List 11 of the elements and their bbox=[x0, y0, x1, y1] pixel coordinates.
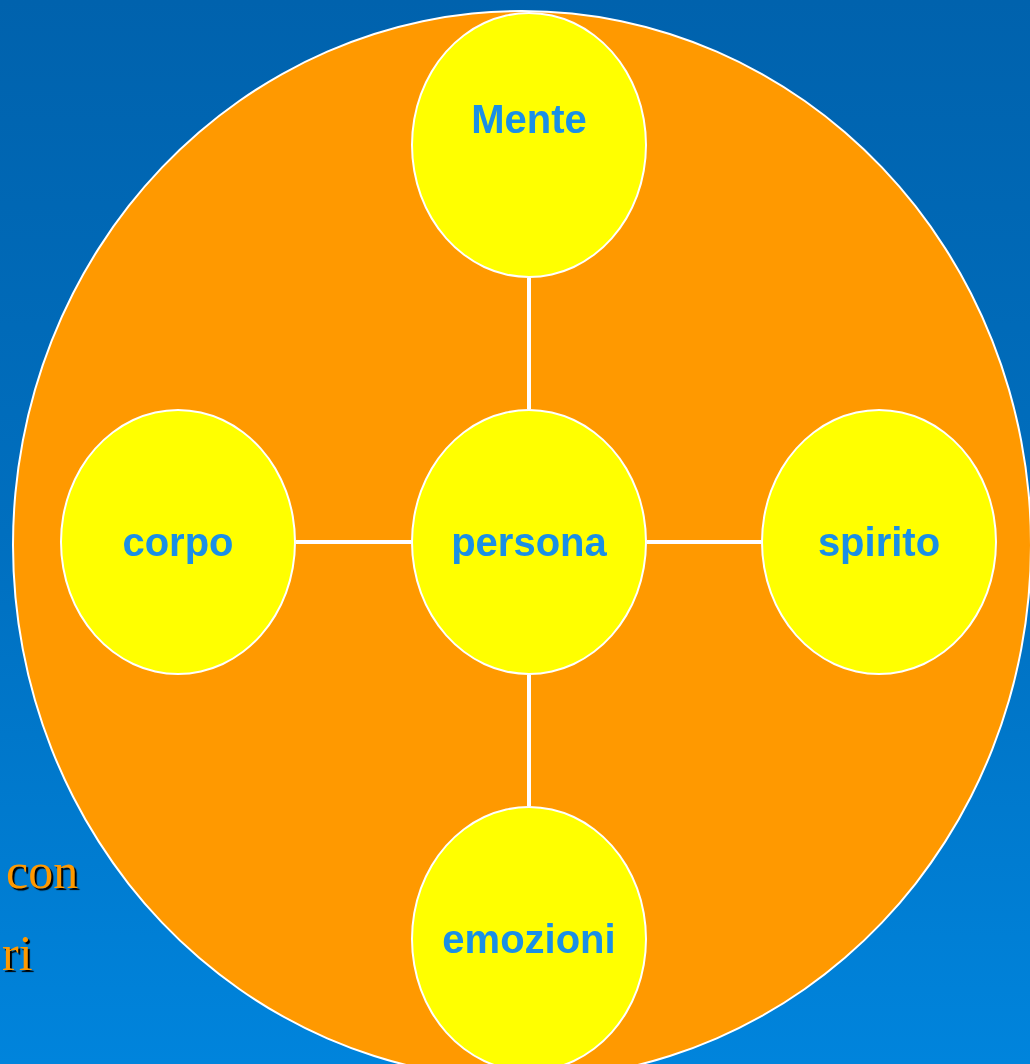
connector-line bbox=[647, 540, 761, 544]
node-label: emozioni bbox=[442, 916, 616, 962]
node-label: corpo bbox=[122, 519, 234, 565]
node-label: persona bbox=[451, 519, 607, 565]
slide-text: con bbox=[6, 846, 79, 896]
connector-line bbox=[527, 675, 531, 806]
node-label: Mente bbox=[471, 96, 587, 142]
slide-text: ri bbox=[2, 928, 33, 978]
connector-line bbox=[527, 278, 531, 409]
node-label: spirito bbox=[817, 519, 941, 565]
connector-line bbox=[296, 540, 411, 544]
